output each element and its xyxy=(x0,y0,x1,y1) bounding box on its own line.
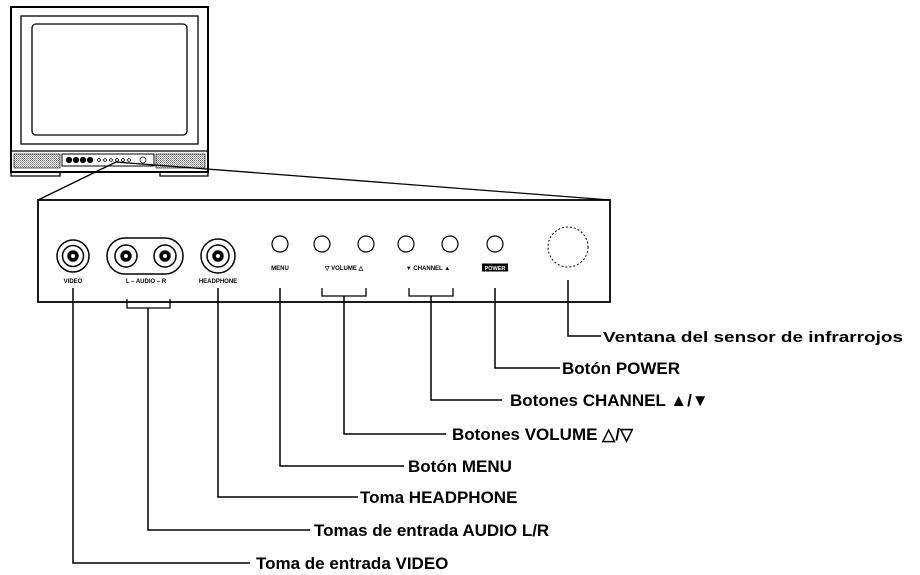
tv-base xyxy=(10,172,61,177)
tv-button-icon xyxy=(103,158,107,162)
audio-jack-right[interactable] xyxy=(153,244,177,268)
leader-menu xyxy=(279,288,404,467)
power-button[interactable] xyxy=(486,235,504,253)
volume-up-button[interactable] xyxy=(357,235,375,253)
volume-label: ▽ VOLUME △ xyxy=(324,265,364,272)
headphone-jack[interactable] xyxy=(200,238,236,274)
leader-video xyxy=(72,288,250,564)
callout-volume: Botones VOLUME △/▽ xyxy=(452,425,634,444)
callout-sensor: Ventana del sensor de infrarrojos xyxy=(603,330,903,346)
volume-down-button[interactable] xyxy=(313,235,331,253)
audio-jack-left[interactable] xyxy=(114,244,138,268)
callout-audio: Tomas de entrada AUDIO L/R xyxy=(314,521,549,540)
tv-jack-icon xyxy=(65,156,73,164)
front-panel xyxy=(37,199,611,309)
callout-channel: Botones CHANNEL ▲/▼ xyxy=(510,391,709,410)
callout-labels: Ventana del sensor de infrarrojos Botón … xyxy=(256,330,903,573)
channel-up-button[interactable] xyxy=(441,235,459,253)
callout-power: Botón POWER xyxy=(562,359,680,378)
channel-bracket xyxy=(408,288,454,297)
menu-button[interactable] xyxy=(271,235,289,253)
leader-audio xyxy=(147,308,310,531)
channel-down-button[interactable] xyxy=(397,235,415,253)
tv-button-icon xyxy=(121,158,125,162)
tv-base xyxy=(159,172,209,177)
front-panel-outline xyxy=(37,199,611,303)
power-label-box xyxy=(482,263,508,272)
video-label: VIDEO xyxy=(64,279,83,285)
tv-speaker-grille-left xyxy=(13,153,61,169)
menu-label: MENU xyxy=(271,266,289,272)
tv-button-icon xyxy=(109,158,113,162)
audio-bracket xyxy=(126,299,171,309)
ir-sensor-window xyxy=(547,226,589,268)
audio-label: L – AUDIO – R xyxy=(126,279,167,285)
volume-bracket xyxy=(321,288,367,297)
channel-label: ▼ CHANNEL ▲ xyxy=(406,266,450,272)
tv-button-icon xyxy=(115,158,119,162)
leader-sensor xyxy=(567,280,601,337)
tv-jack-icon xyxy=(79,156,87,164)
leader-headphone xyxy=(217,288,358,498)
tv-cabinet xyxy=(10,6,209,173)
tv-screen-bezel xyxy=(20,15,199,145)
leader-power xyxy=(494,288,560,369)
leader-volume xyxy=(343,296,446,435)
tv-jack-icon xyxy=(86,156,94,164)
tv-jack-icon xyxy=(72,156,80,164)
callout-headphone: Toma HEADPHONE xyxy=(360,488,517,507)
power-label: POWER xyxy=(485,266,506,272)
tv-set xyxy=(10,6,209,177)
panel-labels: VIDEO L – AUDIO – R HEADPHONE MENU ▽ VOL… xyxy=(64,263,508,285)
tv-screen xyxy=(31,23,188,136)
callout-video: Toma de entrada VIDEO xyxy=(256,554,448,573)
tv-speaker-grille-right xyxy=(155,153,206,169)
tv-button-icon xyxy=(127,158,131,162)
leader-channel xyxy=(430,296,502,401)
audio-jack-housing xyxy=(106,237,184,275)
headphone-label: HEADPHONE xyxy=(199,279,237,285)
callout-menu: Botón MENU xyxy=(408,457,512,476)
tv-sensor-icon xyxy=(139,156,147,164)
zoom-lines xyxy=(37,161,611,201)
leader-lines xyxy=(72,280,601,564)
tv-button-icon xyxy=(97,158,101,162)
video-jack[interactable] xyxy=(56,239,90,273)
